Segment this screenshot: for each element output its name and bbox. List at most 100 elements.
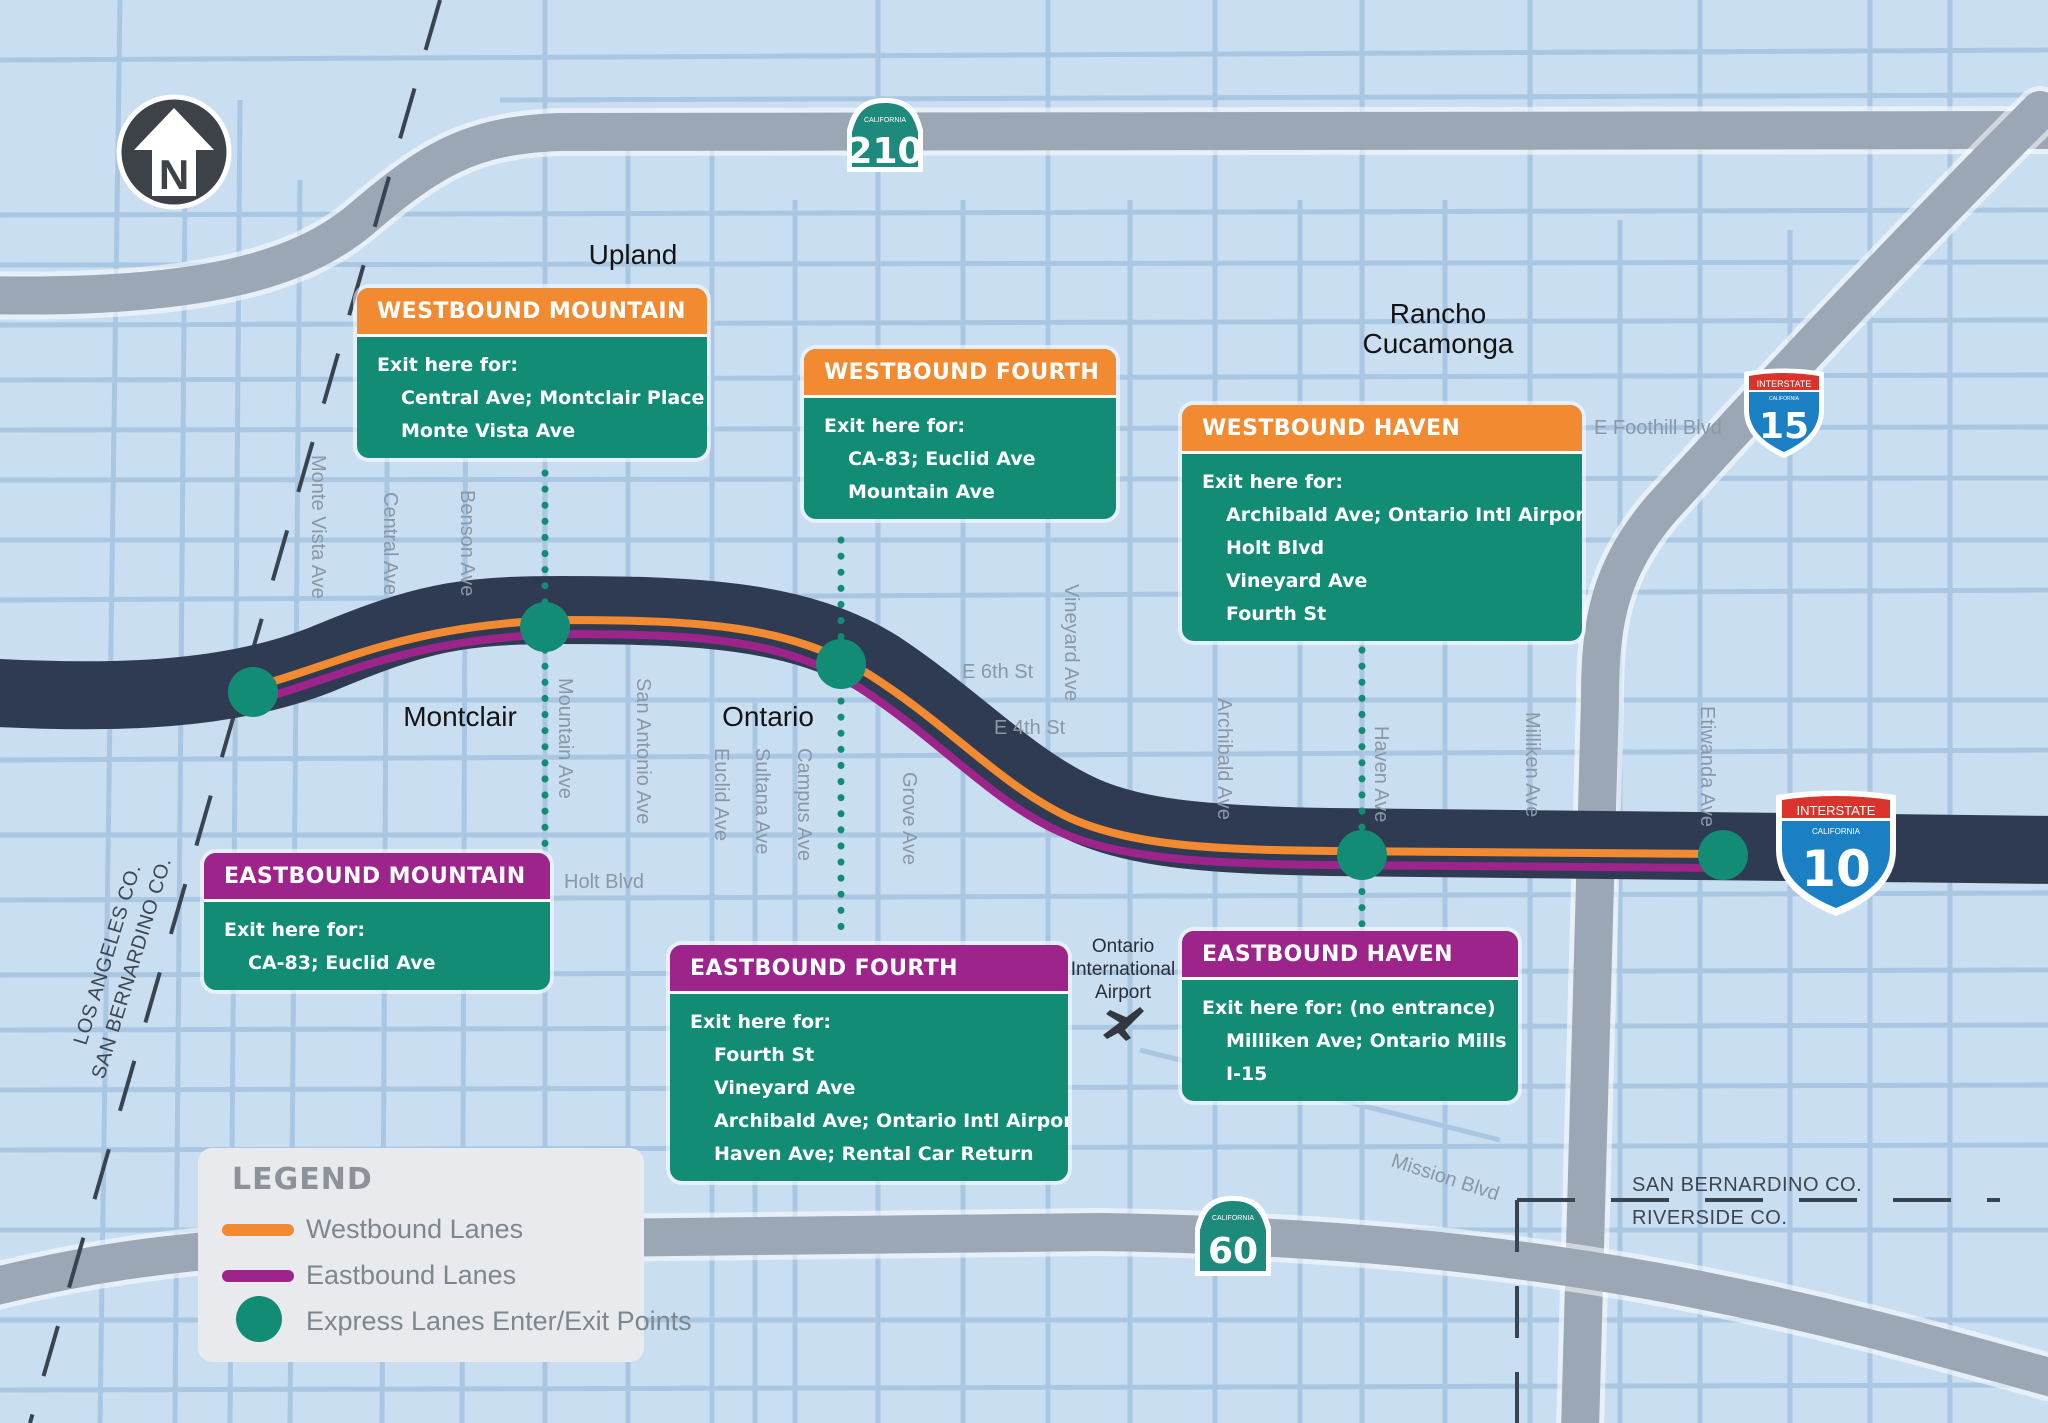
street-label-archibald: Archibald Ave xyxy=(1213,698,1235,820)
street-label-euclid: Euclid Ave xyxy=(710,748,732,841)
card-item: Vineyard Ave xyxy=(714,1077,856,1099)
card-intro: Exit here for: xyxy=(224,919,366,941)
ca60-shield-shape xyxy=(1200,1201,1266,1271)
ca210-shield: CALIFORNIA 210 xyxy=(847,98,923,172)
ca60-shield-number: 60 xyxy=(1208,1231,1258,1272)
north-arrow-icon xyxy=(134,108,214,196)
access-point-west xyxy=(228,667,278,717)
ca210-road xyxy=(0,111,2048,315)
minor-street xyxy=(0,1382,2048,1393)
i10-shield: INTERSTATE CALIFORNIA 10 xyxy=(1776,790,1896,916)
i15-shield: INTERSTATE CALIFORNIA 15 xyxy=(1744,368,1824,458)
street-label-sultana: Sultana Ave xyxy=(751,748,773,854)
card-item: CA-83; Euclid Ave xyxy=(248,952,436,974)
street-label-milliken: Milliken Ave xyxy=(1521,712,1543,817)
i10-shield-type: INTERSTATE xyxy=(1797,803,1876,818)
card-eastbound-haven: EASTBOUND HAVEN Exit here for: (no entra… xyxy=(1182,931,1518,1101)
card-item: Monte Vista Ave xyxy=(401,420,576,442)
street-label-etiwanda: Etiwanda Ave xyxy=(1696,706,1718,827)
ca60-shield-state: CALIFORNIA xyxy=(1212,1215,1254,1222)
ca210-shield-number: 210 xyxy=(847,131,922,172)
minor-street xyxy=(0,587,2048,603)
access-points xyxy=(228,602,1748,880)
card-intro: Exit here for: xyxy=(377,354,519,376)
legend-title: LEGEND xyxy=(232,1162,373,1197)
legend-swatch-eastbound xyxy=(222,1270,294,1282)
minor-street xyxy=(0,259,2048,268)
card-title: EASTBOUND HAVEN xyxy=(1182,931,1518,980)
i15-shield-number: 15 xyxy=(1759,406,1809,447)
minor-street xyxy=(172,199,188,1423)
legend-label-eastbound: Eastbound Lanes xyxy=(306,1260,517,1290)
card-intro: Exit here for: (no entrance) xyxy=(1202,997,1496,1019)
city-label-cucamonga: Cucamonga xyxy=(1363,328,1514,359)
county-label-sb-east: SAN BERNARDINO CO. xyxy=(1632,1174,1862,1196)
airplane-icon xyxy=(1103,1007,1144,1041)
i15-shield-shape xyxy=(1749,392,1819,452)
airport-label-line2: International xyxy=(1071,959,1176,980)
access-point-mountain xyxy=(520,602,570,652)
legend: LEGEND Westbound Lanes Eastbound Lanes E… xyxy=(198,1148,692,1362)
access-point-haven xyxy=(1337,830,1387,880)
ca210-shield-state: CALIFORNIA xyxy=(864,117,906,124)
ca60-road xyxy=(0,1213,2048,1397)
i15-road xyxy=(1561,91,2048,1423)
card-title: EASTBOUND MOUNTAIN xyxy=(204,853,550,902)
north-arrow: N xyxy=(116,94,232,210)
legend-swatch-points xyxy=(236,1296,282,1342)
card-body: Exit here for: Fourth St Vineyard Ave Ar… xyxy=(670,994,1068,1181)
card-item: Vineyard Ave xyxy=(1226,570,1368,592)
street-label-e6th: E 6th St xyxy=(962,661,1034,683)
city-label-rancho: Rancho xyxy=(1390,298,1487,329)
city-label-montclair: Montclair xyxy=(403,701,517,732)
ca60-shield: CALIFORNIA 60 xyxy=(1195,1196,1271,1276)
card-westbound-haven: WESTBOUND HAVEN Exit here for: Archibald… xyxy=(1182,405,1582,641)
card-item: Archibald Ave; Ontario Intl Airport xyxy=(714,1110,1068,1132)
i15-shield-state: CALIFORNIA xyxy=(1769,396,1800,402)
card-body: Exit here for: CA-83; Euclid Ave xyxy=(204,902,550,990)
card-title: WESTBOUND MOUNTAIN xyxy=(357,288,707,337)
card-intro: Exit here for: xyxy=(824,415,966,437)
minor-street xyxy=(0,47,2048,63)
card-item: Haven Ave; Rental Car Return xyxy=(714,1143,1034,1165)
card-item: I-15 xyxy=(1226,1063,1268,1085)
card-title: WESTBOUND HAVEN xyxy=(1182,405,1582,454)
street-label-central: Central Ave xyxy=(379,492,401,595)
street-label-san-antonio: San Antonio Ave xyxy=(632,678,654,824)
card-title: WESTBOUND FOURTH xyxy=(804,349,1116,398)
airport-label-line3: Airport xyxy=(1095,982,1152,1003)
card-item: Milliken Ave; Ontario Mills xyxy=(1226,1030,1507,1052)
minor-street xyxy=(499,92,2048,103)
street-label-vineyard: Vineyard Ave xyxy=(1060,584,1082,701)
street-label-grove: Grove Ave xyxy=(898,772,920,865)
card-body: Exit here for: CA-83; Euclid Ave Mountai… xyxy=(804,398,1116,519)
street-label-e4th: E 4th St xyxy=(994,717,1066,739)
legend-label-westbound: Westbound Lanes xyxy=(306,1214,524,1244)
street-label-monte-vista: Monte Vista Ave xyxy=(307,455,329,599)
card-westbound-fourth: WESTBOUND FOURTH Exit here for: CA-83; E… xyxy=(804,349,1116,519)
i10-shield-shape xyxy=(1782,821,1890,908)
north-arrow-letter: N xyxy=(159,151,189,198)
major-roads xyxy=(0,86,2048,1423)
legend-swatch-westbound xyxy=(222,1224,294,1236)
street-label-benson: Benson Ave xyxy=(456,490,478,596)
minor-street xyxy=(0,317,2048,328)
i10-shield-number: 10 xyxy=(1801,840,1871,898)
card-westbound-mountain: WESTBOUND MOUNTAIN Exit here for: Centra… xyxy=(357,288,707,458)
street-label-campus: Campus Ave xyxy=(793,748,815,861)
card-eastbound-mountain: EASTBOUND MOUNTAIN Exit here for: CA-83;… xyxy=(204,853,550,990)
card-item: Mountain Ave xyxy=(848,481,995,503)
legend-label-points: Express Lanes Enter/Exit Points xyxy=(306,1306,692,1336)
city-label-upland: Upland xyxy=(589,239,678,270)
card-intro: Exit here for: xyxy=(690,1011,832,1033)
street-label-foothill: E Foothill Blvd xyxy=(1594,417,1722,439)
card-item: Holt Blvd xyxy=(1226,537,1325,559)
access-point-east xyxy=(1698,830,1748,880)
i10-shield-state: CALIFORNIA xyxy=(1812,827,1861,836)
connector-dots xyxy=(541,469,1366,939)
card-item: Central Ave; Montclair Place xyxy=(401,387,705,409)
city-label-ontario: Ontario xyxy=(722,701,814,732)
airport-label-line1: Ontario xyxy=(1092,936,1154,957)
card-body: Exit here for: Central Ave; Montclair Pl… xyxy=(357,337,707,458)
